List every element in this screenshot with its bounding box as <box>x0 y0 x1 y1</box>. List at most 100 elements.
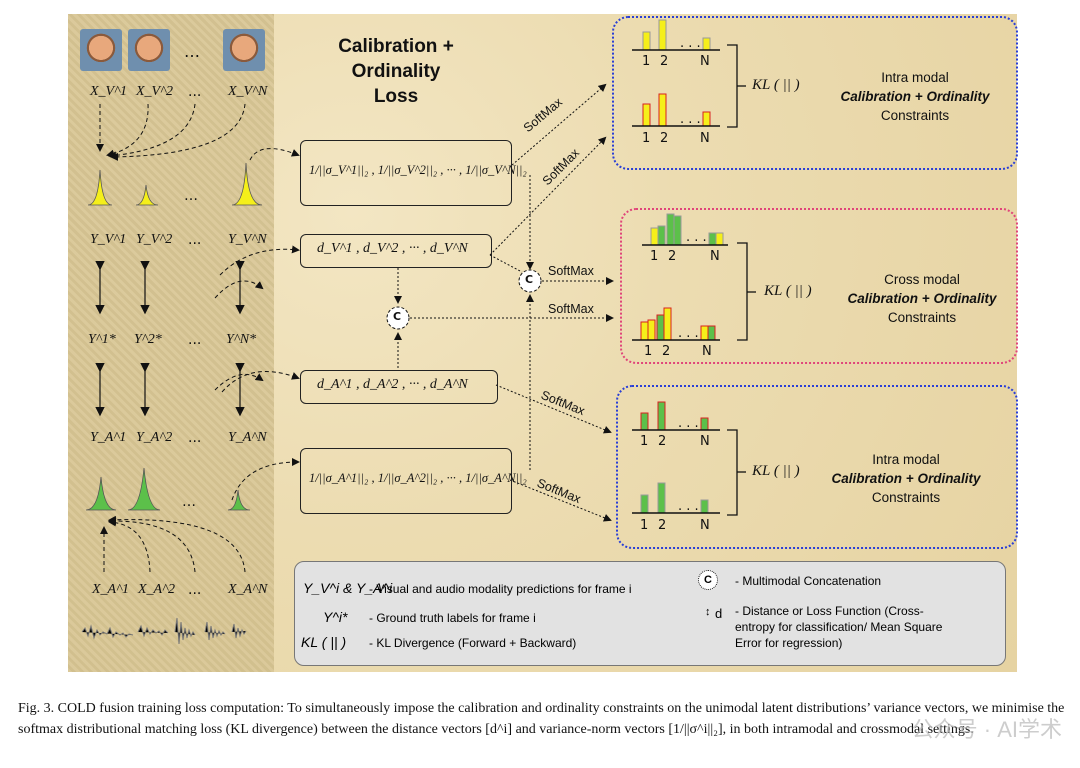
dots-a: . . . <box>680 36 701 51</box>
audio-distance-text: d_A^1 , d_A^2 , ··· , d_A^N <box>317 377 468 392</box>
constraint-top-line3: Constraints <box>880 108 950 123</box>
legend-kl-symbol: KL ( || ) <box>301 634 347 650</box>
tick-n-a: N <box>700 54 710 69</box>
gt-1: Y^1* <box>88 332 116 347</box>
tick-2-d: 2 <box>662 344 671 359</box>
double-arrows <box>95 260 245 417</box>
visual-input-2: X_V^2 <box>136 84 174 99</box>
constraint-text-cross: Cross modal Calibration + Ordinality Con… <box>822 270 1022 327</box>
constraint-bottom-line1: Intra modal <box>872 452 940 467</box>
face-ellipsis: … <box>184 42 200 61</box>
title-line-3: Loss <box>373 86 419 107</box>
audio-bell-1 <box>85 476 117 511</box>
audio-pred-ellipsis: ... <box>188 430 202 446</box>
audio-input-1: X_A^1 <box>92 582 130 597</box>
visual-pred-1: Y_V^1 <box>90 232 127 247</box>
face-thumbnail-1 <box>80 29 122 71</box>
audio-input-arrow-4 <box>108 515 246 573</box>
tick-2-a: 2 <box>660 54 669 69</box>
visual-input-n: X_V^N <box>228 84 268 99</box>
tick-2-c: 2 <box>668 249 677 264</box>
audio-input-ellipsis: ... <box>188 582 202 598</box>
dots-d: . . . <box>678 326 699 341</box>
audio-input-arrow-2 <box>108 518 151 573</box>
bell-ellipsis-bottom: … <box>182 494 196 510</box>
visual-input-arrow-2 <box>106 103 149 158</box>
legend-concat-desc: - Multimodal Concatenation <box>735 574 882 588</box>
bell-ellipsis-top: … <box>184 188 198 204</box>
watermark: 公众号 · AI学术 <box>911 717 1062 742</box>
dots-b: . . . <box>680 112 701 127</box>
audio-distance-box: d_A^1 , d_A^2 , ··· , d_A^N <box>300 370 498 404</box>
legend-box: Y_V^i & Y_A^i - Visual and audio modalit… <box>294 561 1006 666</box>
visual-input-arrow-4 <box>110 103 246 161</box>
legend-d-symbol: d <box>715 606 723 621</box>
vdist-to-intra-top <box>489 136 607 256</box>
visual-pred-n: Y_V^N <box>228 232 267 247</box>
bars-intra-top-1 <box>632 19 720 51</box>
kl-label-bottom: KL ( || ) <box>752 463 800 479</box>
kl-brackets <box>727 44 756 516</box>
audio-pred-2: Y_A^2 <box>136 430 173 445</box>
legend-gt-desc: - Ground truth labels for frame i <box>369 611 536 625</box>
tick-n-d: N <box>702 344 712 359</box>
visual-distance-text: d_V^1 , d_V^2 , ··· , d_V^N <box>317 241 468 256</box>
visual-input-1: X_V^1 <box>90 84 128 99</box>
visual-input-arrow-3 <box>108 103 196 160</box>
constraint-cross-line1: Cross modal <box>884 272 960 287</box>
legend-d-desc-2: entropy for classification/ Mean Square <box>735 620 943 634</box>
dots-f: . . . <box>678 499 699 514</box>
bars-intra-bottom-2 <box>632 482 720 514</box>
concat-label-center: C <box>393 310 402 323</box>
legend-kl-desc: - KL Divergence (Forward + Backward) <box>369 636 577 650</box>
softmax-label-4: SoftMax <box>548 302 594 316</box>
tick-1-f: 1 <box>640 518 649 533</box>
visual-variance-norm-box: 1/||σ_V^1||₂ , 1/||σ_V^2||₂ , ··· , 1/||… <box>300 140 527 206</box>
tick-1-e: 1 <box>640 434 649 449</box>
gt-2: Y^2* <box>134 332 162 347</box>
diagram-title: Calibration + Ordinality Loss <box>316 34 476 109</box>
cross-modal-block <box>620 208 1018 364</box>
visual-variance-norm-text: 1/||σ_V^1||₂ , 1/||σ_V^2||₂ , ··· , 1/||… <box>309 163 527 177</box>
vnorm-to-intra-top <box>511 83 607 166</box>
tick-2-b: 2 <box>660 131 669 146</box>
intra-modal-top-block <box>612 16 1018 170</box>
kl-label-cross: KL ( || ) <box>764 283 812 299</box>
tick-2-e: 2 <box>658 434 667 449</box>
anorm-to-intra-bottom <box>509 479 612 522</box>
visual-pred-ellipsis: ... <box>188 232 202 248</box>
audio-input-2: X_A^2 <box>138 582 176 597</box>
legend-y-symbol: Y_V^i & Y_A^i <box>303 580 393 596</box>
concat-circle-right <box>518 269 542 293</box>
legend-d-desc-1: - Distance or Loss Function (Cross- <box>735 604 924 618</box>
tick-n-c: N <box>710 249 720 264</box>
legend-d-arrow-icon: ↕ <box>705 606 711 618</box>
audio-variance-norm-text: 1/||σ_A^1||₂ , 1/||σ_A^2||₂ , ··· , 1/||… <box>309 471 527 485</box>
legend-concat-icon: C <box>698 570 718 590</box>
bars-intra-bottom-1 <box>632 401 720 431</box>
curve-to-audio-dist <box>221 371 300 393</box>
gt-n: Y^N* <box>226 332 257 347</box>
visual-bell-2 <box>135 184 159 206</box>
tick-n-b: N <box>700 131 710 146</box>
legend-y-desc: - Visual and audio modality predictions … <box>369 582 632 596</box>
audio-input-arrow-3 <box>108 516 196 573</box>
curve-to-visual-norm <box>249 148 300 161</box>
softmax-label-3: SoftMax <box>548 264 594 278</box>
constraint-text-bottom: Intra modal Calibration + Ordinality Con… <box>806 450 1006 507</box>
face-thumbnail-n <box>223 29 265 71</box>
title-line-2: Ordinality <box>351 61 441 82</box>
visual-bell-n <box>231 162 263 206</box>
audio-input-n: X_A^N <box>228 582 268 597</box>
tick-2-f: 2 <box>658 518 667 533</box>
kl-label-top: KL ( || ) <box>752 77 800 93</box>
left-input-band <box>68 14 274 672</box>
audio-bell-n <box>227 489 251 511</box>
constraint-bottom-line2: Calibration + Ordinality <box>831 471 981 486</box>
tick-1-d: 1 <box>644 344 653 359</box>
curve-to-visual-dist <box>219 245 300 276</box>
audio-pred-n: Y_A^N <box>228 430 267 445</box>
legend-gt-symbol: Y^i* <box>323 609 348 625</box>
tick-n-e: N <box>700 434 710 449</box>
